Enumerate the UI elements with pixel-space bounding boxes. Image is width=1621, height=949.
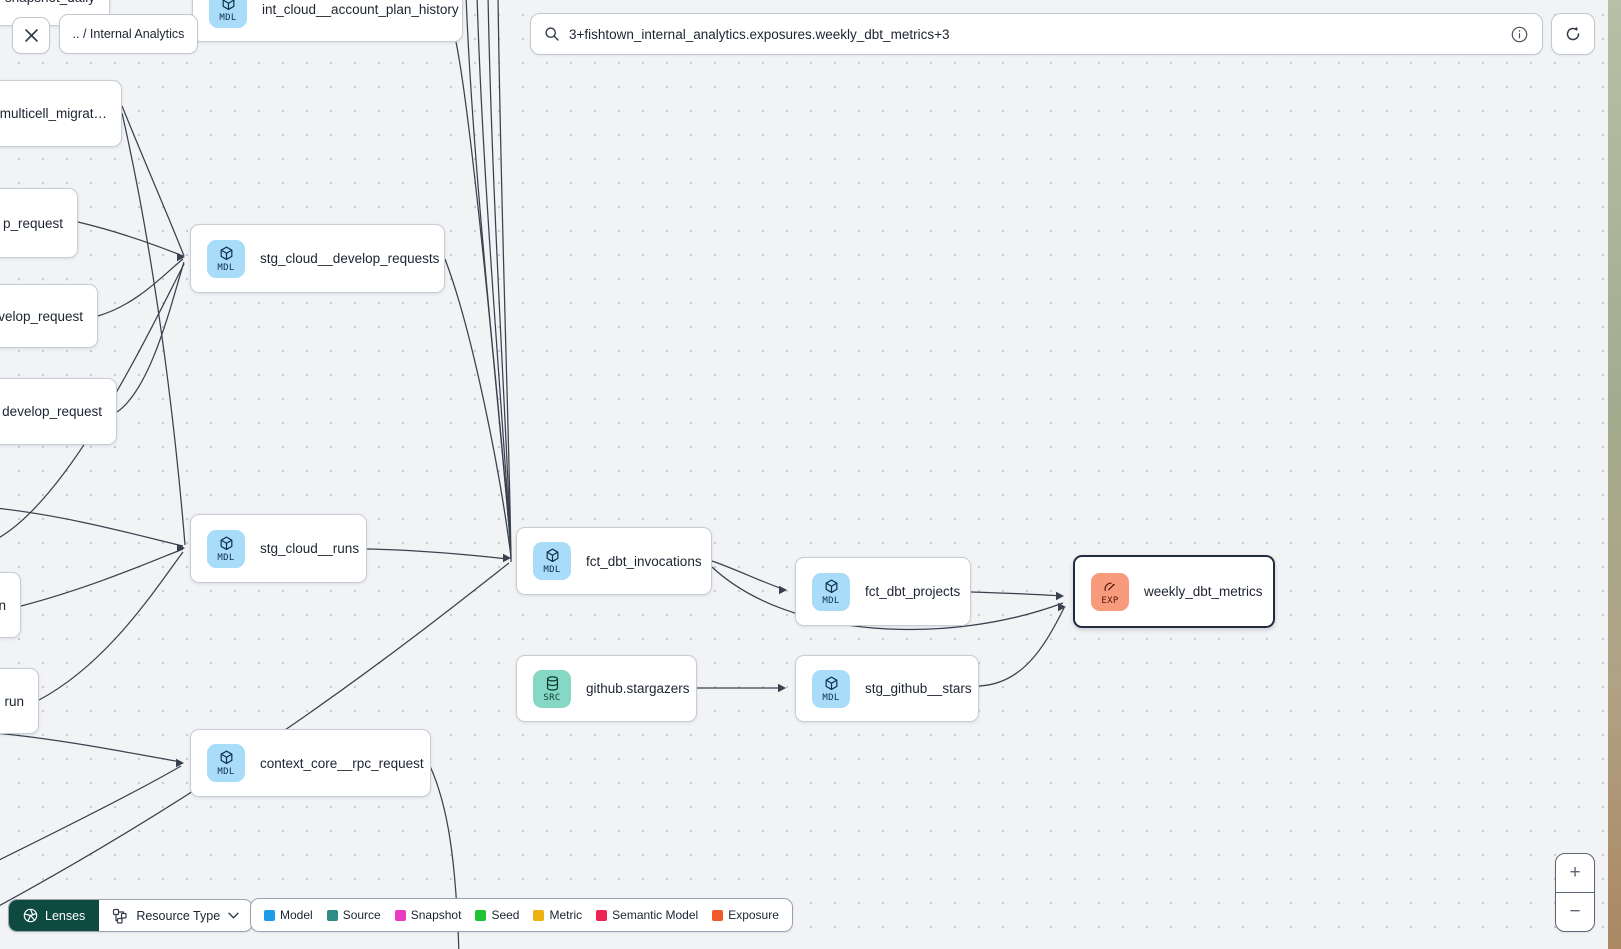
legend-item: Seed xyxy=(475,908,519,922)
lineage-node-fct_dbt_invocations[interactable]: MDL fct_dbt_invocations xyxy=(516,527,712,595)
node-label: n xyxy=(0,597,6,613)
search-icon xyxy=(544,26,560,42)
lenses-button[interactable]: Lenses xyxy=(9,900,100,931)
database-icon: SRC xyxy=(533,669,571,708)
breadcrumb[interactable]: .. / Internal Analytics xyxy=(59,14,198,54)
cube-icon: MDL xyxy=(207,744,245,782)
node-label: develop_request xyxy=(2,404,102,419)
node-label: snapshot_daily xyxy=(5,0,95,5)
cube-icon: MDL xyxy=(209,0,247,28)
node-label: run xyxy=(4,693,24,709)
legend-color-swatch xyxy=(475,909,487,921)
resource-type-legend: Model Source Snapshot Seed Metric Semant… xyxy=(250,898,793,932)
cube-icon: MDL xyxy=(812,572,850,611)
cube-icon: MDL xyxy=(207,239,245,278)
node-label: stg_github__stars xyxy=(865,681,972,696)
legend-item: Model xyxy=(264,908,313,922)
lens-aperture-icon xyxy=(23,908,38,923)
lineage-node-weekly_dbt_metrics[interactable]: EXP weekly_dbt_metrics xyxy=(1073,555,1275,628)
node-label: github.stargazers xyxy=(586,681,690,696)
chevron-down-icon xyxy=(228,912,239,919)
node-label: weekly_dbt_metrics xyxy=(1144,584,1263,599)
lineage-node-p_request[interactable]: MDL p_request xyxy=(0,188,78,258)
legend-item: Semantic Model xyxy=(596,908,698,922)
node-label: velop_request xyxy=(0,308,83,324)
lineage-node-fct_dbt_projects[interactable]: MDL fct_dbt_projects xyxy=(795,557,971,626)
node-label: context_core__rpc_request xyxy=(260,755,424,771)
cube-icon: MDL xyxy=(207,529,245,568)
node-label: fct_dbt_projects xyxy=(865,584,961,599)
lineage-node-stg_github__stars[interactable]: MDL stg_github__stars xyxy=(795,655,979,722)
lenses-toolbar: Lenses Resource Type xyxy=(8,899,254,932)
gauge-icon: EXP xyxy=(1091,572,1129,611)
legend-color-swatch xyxy=(326,909,338,921)
legend-color-swatch xyxy=(533,909,545,921)
node-label: stg_cloud__develop_requests xyxy=(260,251,440,266)
cube-icon: MDL xyxy=(812,669,850,708)
close-icon xyxy=(24,28,39,43)
close-button[interactable] xyxy=(12,17,50,54)
resource-type-label: Resource Type xyxy=(136,908,221,923)
lineage-node-velop_request[interactable]: MDL velop_request xyxy=(0,284,98,348)
refresh-icon xyxy=(1564,25,1582,43)
lineage-node-multicell_migrat[interactable]: MDL multicell_migrat… xyxy=(0,80,122,147)
lineage-node-develop_request[interactable]: MDL develop_request xyxy=(0,378,117,445)
node-label: stg_cloud__runs xyxy=(260,541,360,556)
legend-item: Source xyxy=(326,908,381,922)
legend-color-swatch xyxy=(264,909,275,921)
lineage-node-stg_cloud__develop_requests[interactable]: MDL stg_cloud__develop_requests xyxy=(190,224,445,293)
search-bar[interactable] xyxy=(530,13,1543,55)
lenses-label: Lenses xyxy=(45,908,86,923)
legend-item: Snapshot xyxy=(394,908,461,922)
lineage-node-run_node[interactable]: MDL run xyxy=(0,668,39,734)
node-label: p_request xyxy=(2,215,63,231)
resource-type-icon xyxy=(112,908,128,924)
refresh-button[interactable] xyxy=(1551,13,1595,55)
desktop-background-sliver xyxy=(1608,0,1621,949)
info-icon[interactable] xyxy=(1511,26,1528,43)
lineage-node-github.stargazers[interactable]: SRC github.stargazers xyxy=(516,655,697,722)
legend-color-swatch xyxy=(394,909,406,921)
node-label: fct_dbt_invocations xyxy=(586,553,702,569)
legend-color-swatch xyxy=(712,909,724,921)
legend-item: Exposure xyxy=(712,908,779,922)
zoom-in-button[interactable]: + xyxy=(1556,854,1594,893)
cube-icon: MDL xyxy=(533,542,571,580)
zoom-out-button[interactable]: − xyxy=(1569,901,1581,922)
lineage-node-n_node[interactable]: MDL n xyxy=(0,572,21,638)
lineage-node-stg_cloud__runs[interactable]: MDL stg_cloud__runs xyxy=(190,514,367,583)
legend-color-swatch xyxy=(596,909,608,921)
search-input[interactable] xyxy=(569,26,1511,42)
node-label: multicell_migrat… xyxy=(0,106,107,121)
breadcrumb-label: .. / Internal Analytics xyxy=(72,27,185,41)
node-label: int_cloud__account_plan_history xyxy=(262,1,459,17)
legend-item: Metric xyxy=(533,908,582,922)
zoom-controls: + − xyxy=(1555,853,1595,932)
resource-type-dropdown[interactable]: Resource Type xyxy=(99,900,252,931)
lineage-node-int_cloud__account_plan_history[interactable]: MDL int_cloud__account_plan_history xyxy=(192,0,463,42)
lineage-node-context_core__rpc_request[interactable]: MDL context_core__rpc_request xyxy=(190,729,431,797)
